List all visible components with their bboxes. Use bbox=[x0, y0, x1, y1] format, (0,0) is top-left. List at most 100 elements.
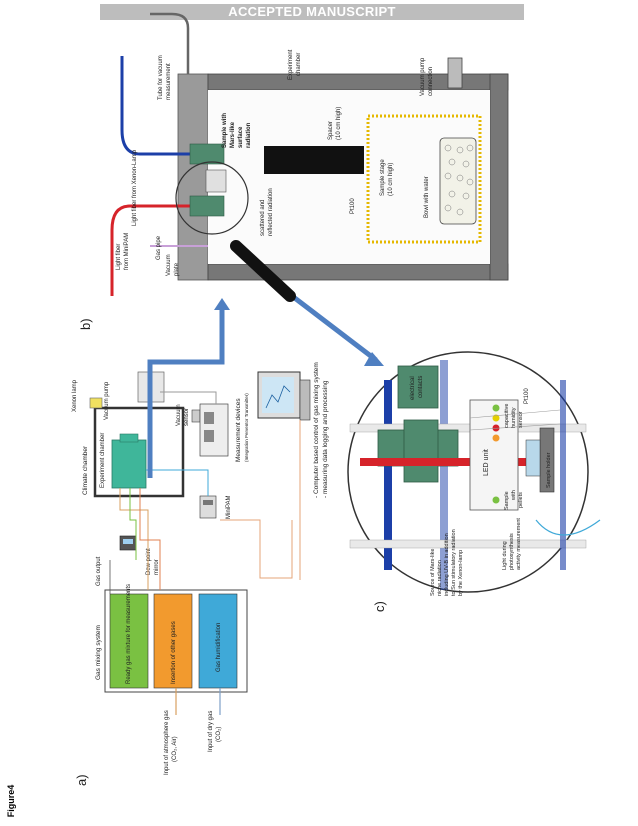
minipam-display bbox=[203, 500, 213, 505]
xenon-lamp-label: Xenon lamp bbox=[72, 379, 78, 412]
input-dry-label-2: (CO₂) bbox=[216, 727, 222, 742]
experiment-chamber-lid bbox=[119, 433, 139, 443]
chamber-top-wall bbox=[207, 73, 509, 91]
spacer bbox=[264, 146, 364, 174]
dew-point-label-1: Dew point bbox=[146, 548, 152, 575]
vacuum-sensor-device bbox=[191, 409, 201, 423]
panel-a-connections bbox=[119, 391, 301, 590]
electrical-contacts-label-2: contacts bbox=[418, 376, 424, 398]
capacitive-label-1: capacitive bbox=[504, 404, 510, 428]
feedthrough-minipam bbox=[189, 195, 225, 217]
bowl-with-water bbox=[439, 137, 477, 225]
light-fiber-xenon-label: Light fiber from Xenon-Lamp bbox=[132, 149, 138, 226]
panel-b-label: b) bbox=[78, 318, 93, 330]
light-label-2: photosynthesis bbox=[509, 533, 515, 570]
computer-text-2: - measuring data logging and processing bbox=[322, 380, 329, 498]
climate-chamber-label: Climate chamber bbox=[82, 445, 89, 495]
panel-c-circle bbox=[347, 351, 589, 593]
scattered-label-2: reflected radiation bbox=[268, 188, 274, 236]
sensor-arm bbox=[230, 240, 296, 302]
panel-b: b) Vacuum pump connection Experiment cha… bbox=[78, 12, 509, 330]
pt100-c-label: Pt100 bbox=[524, 388, 530, 404]
light-label-3: activity measurement bbox=[516, 518, 522, 570]
vacuum-plate-label-2: plate bbox=[174, 262, 180, 276]
gas-mixing-system-label: Gas mixing system bbox=[95, 625, 102, 680]
electrical-contacts-label-1: electrical bbox=[410, 376, 416, 400]
scattered-label-1: scattered and bbox=[260, 200, 266, 236]
arrowhead-a-to-b bbox=[214, 298, 230, 310]
insertion-box bbox=[153, 593, 193, 689]
light-fiber-minipam bbox=[110, 204, 208, 296]
source-label-5: by the Xenon-lamp bbox=[458, 550, 464, 596]
sample-holder-label: Sample holder bbox=[546, 452, 552, 488]
light-fiber-minipam-label-1: Light fiber bbox=[116, 244, 122, 270]
vacuum-pump-conn-label-1: Vacuum pump bbox=[420, 57, 426, 96]
light-fiber-xenon bbox=[120, 56, 208, 156]
measurement-devices-sub: (Integration Perventor Transmitter) bbox=[244, 393, 249, 462]
sample-c-label-3: pellets bbox=[518, 492, 524, 508]
sample-mars-label-4: radiation bbox=[246, 122, 252, 148]
insertion-label: Insertion of other gases bbox=[171, 621, 177, 684]
measurement-display-2 bbox=[204, 430, 214, 442]
climate-chamber bbox=[93, 406, 185, 498]
source-label-4: to Sun stimulatory radiation bbox=[451, 529, 457, 596]
gas-output-label: Gas output bbox=[96, 556, 102, 586]
ready-gas-box bbox=[109, 593, 149, 689]
panel-a: a) Gas mixing system Ready gas mixture f… bbox=[72, 362, 329, 786]
measurement-devices-label: Measurement devices bbox=[235, 398, 242, 462]
feedthrough-xenon bbox=[189, 143, 225, 165]
sample-mars-label-3: surface bbox=[238, 126, 244, 148]
spacer-label-1: Spacer bbox=[328, 121, 334, 140]
humidification-label: Gas humidification bbox=[216, 623, 222, 672]
sample-stage bbox=[366, 114, 482, 244]
tube-vacuum-label-1: Tube for vacuum bbox=[158, 55, 164, 100]
spacer-label-2: (10 cm high) bbox=[336, 107, 342, 140]
computer-keyboard bbox=[299, 379, 311, 421]
vacuum-pump-label: Vacuum pump bbox=[104, 381, 110, 420]
bowl-water-label: Bowl with water bbox=[424, 176, 430, 218]
sample-c-label-2: with bbox=[511, 490, 517, 501]
experiment-chamber-b-label-1: Experiment bbox=[288, 49, 294, 80]
source-label-2: niche radiation bbox=[437, 560, 443, 596]
capacitive-label-3: sensor bbox=[518, 411, 524, 428]
arrow-a-to-b bbox=[147, 308, 225, 478]
minipam-device bbox=[199, 495, 217, 519]
computer-text-1: - Computer based control of gas mixing s… bbox=[313, 362, 320, 498]
led-unit-label: LED unit bbox=[483, 449, 490, 476]
vacuum-pump-connection bbox=[447, 57, 463, 89]
xenon-lamp-device bbox=[89, 397, 103, 409]
panel-a-label: a) bbox=[74, 774, 89, 786]
sample-mars-label-1: Sample with bbox=[222, 113, 228, 148]
panel-c-label: c) bbox=[372, 601, 387, 612]
sample-stage-label-1: Sample stage bbox=[380, 159, 386, 196]
chamber-right-wall bbox=[489, 73, 509, 281]
vacuum-sensor-label-1: Vacuum bbox=[176, 404, 182, 426]
dew-point-label-2: mirror bbox=[154, 559, 160, 575]
tube-vacuum-label-2: measurement bbox=[166, 63, 172, 100]
experiment-chamber-b-label-2: chamber bbox=[296, 53, 302, 76]
experiment-chamber-body bbox=[111, 439, 147, 489]
vacuum-sensor-label-2: sensor bbox=[184, 408, 190, 426]
panel-c-structure bbox=[349, 360, 601, 590]
experiment-chamber-label: Experiment chamber bbox=[100, 433, 106, 488]
humidification-box bbox=[198, 593, 238, 689]
detail-circle bbox=[175, 161, 249, 235]
source-label-1: Source of Mars-like bbox=[430, 549, 436, 596]
water-bubbles bbox=[444, 144, 474, 216]
tube-vacuum-measurement bbox=[150, 12, 190, 74]
source-label-3: including UV-B in addition bbox=[444, 533, 450, 596]
pt100-b-label: Pt100 bbox=[350, 198, 356, 214]
computer-screen bbox=[262, 377, 294, 413]
arrowhead-b-to-c bbox=[364, 352, 384, 366]
dew-point-display bbox=[123, 539, 133, 544]
input-atm-label-1: Input of atmosphere gas bbox=[164, 710, 170, 775]
sample-mars-label-2: Mars-like bbox=[230, 121, 236, 148]
accepted-manuscript-banner: ACCEPTED MANUSCRIPT bbox=[100, 4, 524, 20]
gas-pipe-label: Gas pipe bbox=[156, 235, 162, 260]
minipam-label: MiniPAM bbox=[226, 495, 232, 519]
input-atm-label-2: (CO₂, Air) bbox=[172, 736, 178, 762]
ready-gas-label: Ready gas mixture for measurements bbox=[126, 584, 132, 684]
computer-graph bbox=[265, 385, 291, 409]
led-unit-b bbox=[205, 169, 227, 193]
